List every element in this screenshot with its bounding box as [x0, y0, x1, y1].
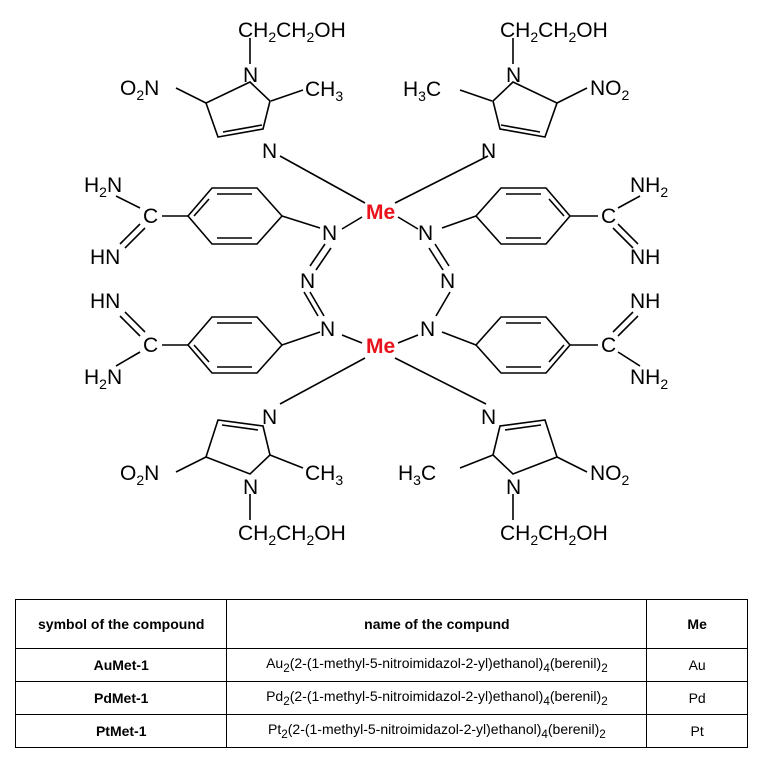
amidine-upper-right: C NH2 NH	[601, 174, 668, 269]
amine-label: H2N	[84, 366, 122, 392]
compound-metal: Au	[646, 648, 748, 682]
metal-label-lower: Me	[366, 335, 395, 358]
ring-nitrogen-1: N	[506, 476, 521, 499]
compound-symbol: PtMet-1	[14, 714, 228, 748]
ring-nitrogen-1: N	[506, 64, 521, 87]
header-name: name of the compund	[226, 599, 648, 649]
methyl-label: H3C	[403, 78, 441, 104]
chain-label: CH2CH2OH	[500, 19, 608, 45]
amidine-carbon: C	[601, 334, 616, 357]
imidazole-bottom-left: N N CH3 O2N CH2CH2OH	[120, 406, 346, 548]
amidine-carbon: C	[601, 205, 616, 228]
header-metal: Me	[646, 599, 748, 649]
chain-label: CH2CH2OH	[238, 19, 346, 45]
coordination-bond	[394, 155, 489, 204]
coordination-bond	[394, 357, 487, 405]
amine-label: NH2	[630, 174, 668, 200]
nitro-label: O2N	[120, 462, 159, 488]
amidine-lower-right: C NH NH2	[601, 290, 668, 392]
methyl-label: CH3	[305, 462, 343, 488]
metal-label-upper: Me	[366, 201, 395, 224]
coordination-bond	[279, 357, 366, 405]
benzene-lower-right	[441, 316, 598, 374]
amidine-carbon: C	[143, 205, 158, 228]
compound-symbol: AuMet-1	[14, 648, 228, 682]
ring-nitrogen-3: N	[262, 140, 277, 163]
compound-name: Pt2(2-(1-methyl-5-nitroimidazol-2-yl)eth…	[226, 714, 648, 748]
ring-nitrogen-3: N	[481, 406, 496, 429]
ring-nitrogen-3: N	[262, 406, 277, 429]
amidine-carbon: C	[143, 334, 158, 357]
table-row: AuMet-1 Au2(2-(1-methyl-5-nitroimidazol-…	[14, 648, 748, 682]
coordination-bond	[279, 155, 366, 204]
imidazole-bottom-right: N N H3C NO2 CH2CH2OH	[398, 406, 630, 548]
amine-label: H2N	[84, 174, 122, 200]
compound-metal: Pt	[646, 714, 748, 748]
nitro-label: NO2	[590, 77, 630, 103]
chain-label: CH2CH2OH	[500, 522, 608, 548]
compound-name: Au2(2-(1-methyl-5-nitroimidazol-2-yl)eth…	[226, 648, 648, 682]
ring-nitrogen-1: N	[243, 476, 258, 499]
chemical-structure: CH2CH2OH N N CH3 O2N CH2CH2OH N N H3C NO…	[84, 19, 668, 548]
nitro-label: NO2	[590, 462, 630, 488]
amidine-lower-left: C HN H2N	[84, 290, 158, 392]
imine-label: HN	[90, 246, 120, 269]
table-row: PdMet-1 Pd2(2-(1-methyl-5-nitroimidazol-…	[14, 681, 748, 715]
benzene-upper-left	[162, 187, 321, 245]
compound-symbol: PdMet-1	[14, 681, 228, 715]
benzene-lower-left	[162, 316, 321, 374]
ring-nitrogen-3: N	[481, 140, 496, 163]
imine-label: NH	[630, 246, 660, 269]
imine-label: NH	[630, 290, 660, 313]
triazene-bridge: Me Me N N N N N N	[300, 201, 455, 358]
table-header-row: symbol of the compound name of the compu…	[14, 599, 748, 649]
triazene-n: N	[300, 270, 315, 293]
triazene-n: N	[418, 222, 433, 245]
triazene-n: N	[440, 270, 455, 293]
imidazole-top-left: CH2CH2OH N N CH3 O2N	[120, 19, 346, 163]
compound-name: Pd2(2-(1-methyl-5-nitroimidazol-2-yl)eth…	[226, 681, 648, 715]
amidine-upper-left: C H2N HN	[84, 174, 158, 269]
triazene-n: N	[420, 318, 435, 341]
triazene-n: N	[322, 222, 337, 245]
methyl-label: CH3	[305, 78, 343, 104]
triazene-n: N	[320, 318, 335, 341]
nitro-label: O2N	[120, 77, 159, 103]
chain-label: CH2CH2OH	[238, 522, 346, 548]
methyl-label: H3C	[398, 462, 436, 488]
header-symbol: symbol of the compound	[14, 599, 228, 649]
ring-nitrogen-1: N	[243, 64, 258, 87]
table-row: PtMet-1 Pt2(2-(1-methyl-5-nitroimidazol-…	[14, 714, 748, 748]
compound-metal: Pd	[646, 681, 748, 715]
compound-table: symbol of the compound name of the compu…	[14, 599, 748, 748]
benzene-upper-right	[441, 187, 598, 245]
amine-label: NH2	[630, 366, 668, 392]
imine-label: HN	[90, 290, 120, 313]
imidazole-top-right: CH2CH2OH N N H3C NO2	[403, 19, 630, 163]
